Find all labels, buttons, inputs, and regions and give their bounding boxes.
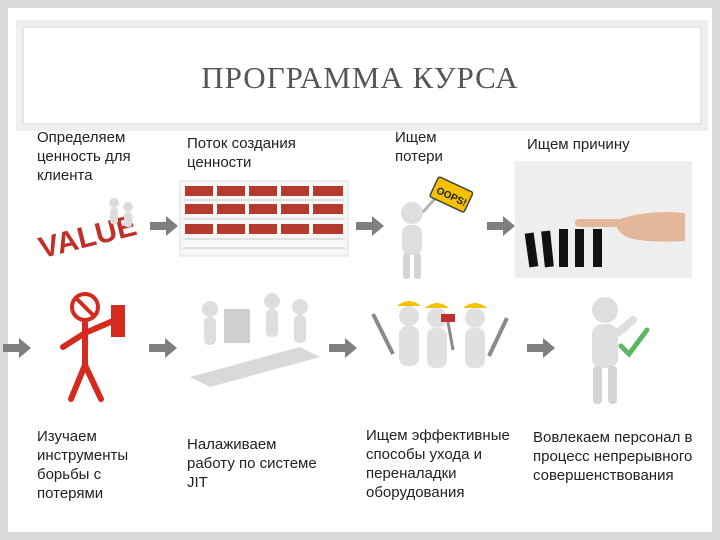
step-4-label: Ищем причину (527, 135, 677, 154)
value-stream-image (179, 180, 349, 257)
arrow-right-icon (487, 216, 515, 236)
slide-title: ПРОГРАММА КУРСА (0, 60, 720, 96)
value-image: VALUE (30, 189, 140, 261)
step-1-label: Определяем ценность для клиента (37, 128, 167, 185)
step-3-label: Ищем потери (395, 128, 475, 166)
step-6-label: Налаживаем работу по системе JIT (187, 435, 327, 492)
oops-image: OOPS! (386, 173, 480, 285)
step-2-label: Поток создания ценности (187, 134, 337, 172)
step-5-label: Изучаем инструменты борьбы с потерями (37, 427, 157, 503)
arrow-right-icon (149, 338, 177, 358)
arrow-right-icon (329, 338, 357, 358)
stop-image (35, 287, 145, 405)
repair-team-image (357, 294, 525, 406)
domino-image (515, 161, 692, 278)
step-8-label: Вовлекаем персонал в процесс непрерывног… (533, 428, 713, 485)
arrow-right-icon (527, 338, 555, 358)
step-7-label: Ищем эффективные способы ухода и перенал… (366, 426, 516, 502)
checkmark-image (559, 290, 666, 411)
arrow-right-icon (3, 338, 31, 358)
arrow-right-icon (150, 216, 178, 236)
conveyor-image (180, 287, 330, 395)
arrow-right-icon (356, 216, 384, 236)
